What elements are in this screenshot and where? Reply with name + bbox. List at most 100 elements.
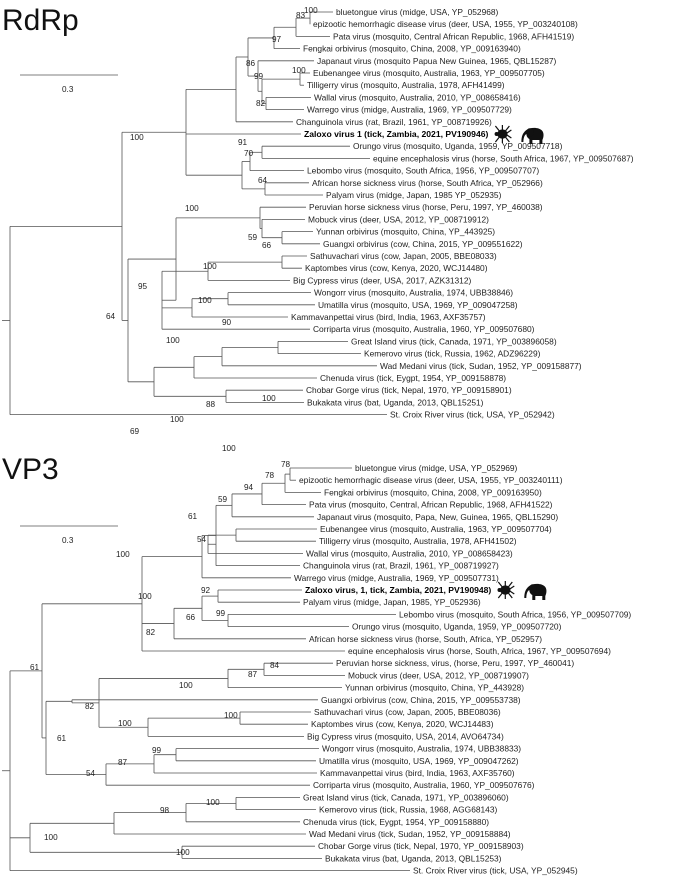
bootstrap-value: 100 [206, 798, 220, 807]
leaf-labels: bluetongue virus (midge, USA, YP_052968)… [291, 7, 634, 420]
leaf-label: African horse sickness virus (horse, Sou… [312, 178, 543, 188]
scale-bar: 0.3 [20, 525, 118, 545]
tree-branches [2, 11, 387, 416]
leaf-label: Wallal virus (mosquito, Australia, 2010,… [306, 548, 513, 558]
bootstrap-value: 59 [218, 495, 228, 504]
leaf-label: Great Island virus (tick, Canada, 1971, … [303, 792, 509, 802]
leaf-label: bluetongue virus (midge, USA, YP_052969) [355, 463, 518, 473]
leaf-label: Japanaut virus (mosquito, Papa, New, Gui… [317, 512, 558, 522]
bootstrap-value: 100 [44, 833, 58, 842]
leaf-label: Tilligerry virus (mosquito, Australia, 1… [307, 80, 505, 90]
bootstrap-value: 64 [106, 312, 116, 321]
bootstrap-value: 100 [118, 719, 132, 728]
bootstrap-value: 100 [222, 444, 236, 453]
leaf-label: Zaloxo virus, 1, tick, Zambia, 2021, PV1… [305, 585, 491, 595]
leaf-label: equine encephalosis virus (horse, South … [373, 153, 634, 163]
bootstrap-value: 100 [292, 66, 306, 75]
bootstrap-value: 78 [281, 460, 291, 469]
leaf-label: Warrego virus (midge, Australia, 1969, Y… [294, 573, 499, 583]
leaf-label: Chobar Gorge virus (tick, Nepal, 1970, Y… [306, 385, 512, 395]
bootstrap-value: 83 [296, 11, 306, 20]
bootstrap-value: 100 [116, 550, 130, 559]
bootstrap-value: 66 [186, 613, 196, 622]
tree-branches [2, 467, 410, 871]
leaf-label: epizootic hemorrhagic disease virus (dee… [299, 475, 563, 485]
bootstrap-value: 100 [176, 848, 190, 857]
leaf-label: Chenuda virus (tick, Eygpt, 1954, YP_009… [303, 817, 489, 827]
bootstrap-value: 100 [138, 592, 152, 601]
leaf-label: Chenuda virus (tick, Eygpt, 1954, YP_009… [320, 373, 506, 383]
leaf-label: Lebombo virus (mosquito, South Africa, 1… [399, 609, 631, 619]
scale-bar-label: 0.3 [62, 85, 74, 94]
leaf-label: Yunnan orbivirus (mosquito, China, YP_44… [345, 683, 524, 693]
tick-icon [494, 125, 512, 143]
host-icons [494, 125, 544, 144]
leaf-label: bluetongue virus (midge, USA, YP_052968) [336, 7, 499, 17]
leaf-label: Bukakata virus (bat, Uganda, 2013, QBL15… [307, 397, 484, 407]
leaf-label: Kammavanpettai virus (bird, India, 1963,… [291, 312, 486, 322]
bootstrap-value: 82 [256, 99, 266, 108]
bootstrap-value: 61 [188, 512, 198, 521]
bootstrap-value: 100 [262, 394, 276, 403]
leaf-label: Wad Medani virus (tick, Sudan, 1952, YP_… [309, 829, 511, 839]
bootstrap-value: 97 [272, 35, 282, 44]
leaf-label: St. Croix River virus (tick, USA, YP_052… [413, 866, 578, 876]
leaf-label: Great Island virus (tick, Canada, 1971, … [351, 336, 557, 346]
bootstrap-value: 100 [198, 296, 212, 305]
leaf-label: epizootic hemorrhagic disease virus (dee… [313, 19, 578, 29]
bootstrap-value: 99 [152, 746, 162, 755]
leaf-label: Fengkai orbivirus (mosquito, China, 2008… [303, 44, 521, 54]
bootstrap-value: 100 [185, 204, 199, 213]
bootstrap-value: 82 [146, 628, 156, 637]
leaf-label: Tilligerry virus (mosquito, Australia, 1… [319, 536, 517, 546]
leaf-label: Palyam virus (midge, Japan, 1985, YP_052… [303, 597, 481, 607]
bootstrap-value: 94 [244, 483, 254, 492]
leaf-label: Bukakata virus (bat, Uganda, 2013, QBL15… [325, 853, 502, 863]
leaf-label: St. Croix River virus (tick, USA, YP_052… [390, 410, 555, 420]
leaf-label: Big Cypress virus (deer, USA, 2017, AZK3… [293, 275, 471, 285]
bootstrap-value: 84 [270, 661, 280, 670]
leaf-label: Kaptombes virus (cow, Kenya, 2020, WCJ14… [311, 719, 494, 729]
bootstrap-value: 99 [216, 609, 226, 618]
leaf-label: Peruvian horse sickness, virus, (horse, … [336, 658, 574, 668]
leaf-label: Guangxi orbivirus (cow, China, 2015, YP_… [321, 695, 521, 705]
bootstrap-value: 98 [160, 806, 170, 815]
bootstrap-value: 69 [130, 427, 140, 436]
leaf-label: Corriparta virus (mosquito, Australia, 1… [313, 780, 535, 790]
bootstrap-value: 95 [138, 282, 148, 291]
leaf-label: African horse sickness virus (horse, Sou… [309, 634, 542, 644]
bootstrap-value: 82 [85, 702, 95, 711]
leaf-label: Kammavanpettai virus (bird, India, 1963,… [320, 768, 515, 778]
bootstrap-value: 54 [86, 769, 96, 778]
rdrp-panel: RdRp 0.3 bluetongue virus (midge, USA, Y… [2, 4, 634, 453]
leaf-label: Big Cypress virus (mosquito, USA, 2014, … [307, 731, 504, 741]
leaf-label: Umatilla virus (mosquito, USA, 1969, YP_… [318, 300, 518, 310]
leaf-label: Kaptombes virus (cow, Kenya, 2020, WCJ14… [305, 263, 488, 273]
bootstrap-value: 87 [248, 670, 258, 679]
leaf-label: Changuinola virus (rat, Brazil, 1961, YP… [296, 117, 492, 127]
leaf-label: Sathuvachari virus (cow, Japan, 2005, BB… [314, 707, 501, 717]
bootstrap-value: 59 [248, 233, 258, 242]
leaf-label: Sathuvachari virus (cow, Japan, 2005, BB… [310, 251, 497, 261]
host-icons [497, 581, 547, 600]
leaf-label: Lebombo virus (mosquito, South Africa, 1… [307, 166, 539, 176]
bootstrap-value: 99 [254, 72, 264, 81]
leaf-label: Umatilla virus (mosquito, USA, 1969, YP_… [319, 756, 519, 766]
bootstrap-value: 70 [244, 149, 254, 158]
panel-title: RdRp [2, 4, 79, 37]
elephant-icon [524, 583, 547, 600]
leaf-label: Palyam virus (midge, Japan, 1985 YP_0529… [326, 190, 502, 200]
bootstrap-value: 100 [203, 262, 217, 271]
leaf-label: Eubenangee virus (mosquito, Australia, 1… [313, 68, 545, 78]
leaf-label: Kemerovo virus (tick, Russia, 1962, ADZ9… [364, 349, 541, 359]
leaf-label: Peruvian horse sickness virus (horse, Pe… [309, 202, 543, 212]
leaf-label: Yunnan orbivirus (mosquito, China, YP_44… [316, 227, 495, 237]
elephant-icon [521, 127, 544, 144]
bootstrap-value: 100 [224, 711, 238, 720]
bootstrap-value: 100 [166, 336, 180, 345]
leaf-label: Orungo virus (mosquito, Uganda, 1959, YP… [352, 622, 562, 632]
bootstrap-value: 64 [258, 176, 268, 185]
bootstrap-value: 100 [304, 6, 318, 15]
leaf-label: Mobuck virus (deer, USA, 2012, YP_008719… [348, 670, 529, 680]
